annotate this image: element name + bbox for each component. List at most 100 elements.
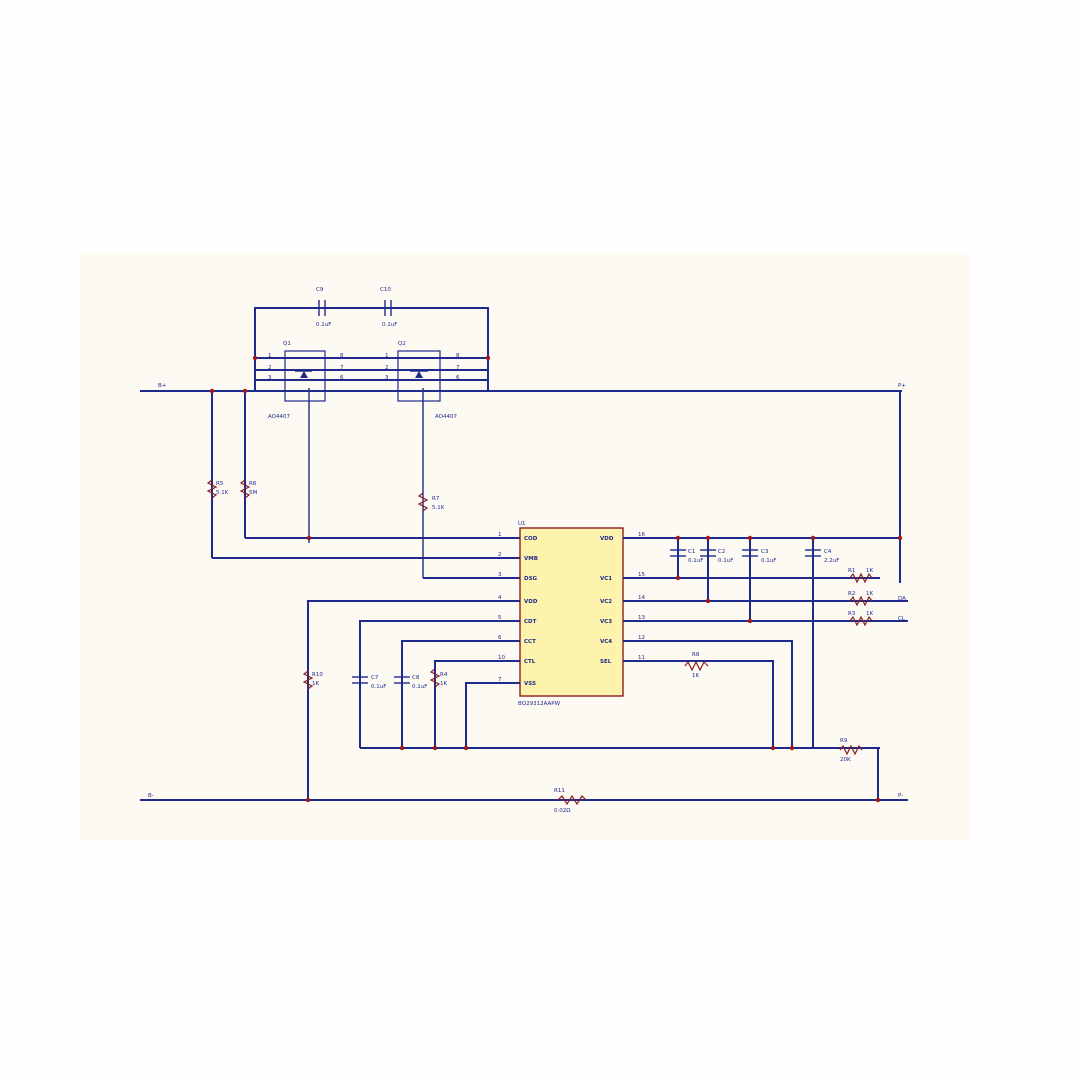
r3-value: 1K bbox=[866, 611, 873, 617]
u1-left-pin-number: 2 bbox=[498, 552, 502, 558]
resistor-r8: R8 1K bbox=[684, 652, 709, 679]
net-label-p-minus: P- bbox=[898, 793, 903, 799]
top-cap-loop-wire bbox=[254, 307, 489, 391]
q1-ref: Q1 bbox=[283, 341, 291, 347]
c3-ref: C3 bbox=[761, 549, 769, 555]
q2-pin-7: 7 bbox=[456, 365, 460, 371]
capacitor-c4: C4 2.2uF bbox=[805, 549, 839, 564]
capacitor-c7: C7 0.1uF bbox=[352, 675, 386, 690]
u1-right-pin-number: 16 bbox=[638, 532, 645, 538]
r11-value: 0.02Ω bbox=[554, 808, 570, 814]
r8-ref: R8 bbox=[692, 652, 700, 658]
r2-value: 1K bbox=[866, 591, 873, 597]
u1-right-pin-number: 12 bbox=[638, 635, 645, 641]
resistor-r4: R4 1K bbox=[429, 668, 448, 688]
capacitor-c1: C1 0.1uF bbox=[670, 549, 703, 564]
c7-value: 0.1uF bbox=[371, 684, 386, 690]
cdt-wire bbox=[359, 620, 520, 748]
u1-left-pin-name: VMB bbox=[524, 556, 538, 562]
mosfet-q2: Q2 AO4407 1 2 3 8 7 6 bbox=[350, 341, 488, 578]
u1-left-pin-number: 7 bbox=[498, 677, 502, 683]
ctl-wire bbox=[434, 660, 520, 748]
u1-right-pin-name: SEL bbox=[600, 659, 612, 665]
r4-value: 1K bbox=[440, 681, 447, 687]
u1-left-pin-name: CCT bbox=[524, 639, 536, 645]
q1-pin-3: 3 bbox=[268, 375, 272, 381]
u1-right-pin-name: VC4 bbox=[600, 639, 612, 645]
q2-pin-8: 8 bbox=[456, 353, 460, 359]
r7-ref: R7 bbox=[432, 496, 440, 502]
r7-value: 5.1K bbox=[432, 505, 445, 511]
r5-ref: R5 bbox=[216, 481, 224, 487]
q2-part: AO4407 bbox=[435, 414, 457, 420]
u1-left-pin-name: VDD bbox=[524, 599, 538, 605]
u1-left-pin-number: 10 bbox=[498, 655, 505, 661]
resistor-r2: R2 1K bbox=[848, 591, 873, 607]
vc4-wire bbox=[623, 640, 793, 748]
q2-pin-1: 1 bbox=[385, 353, 389, 359]
capacitor-c3: C3 0.1uF bbox=[742, 549, 776, 564]
resistor-r11: R11 0.02Ω bbox=[554, 788, 587, 814]
mosfet-q1: Q1 AO4407 1 2 3 8 7 6 bbox=[255, 341, 350, 543]
q2-pin-6: 6 bbox=[456, 375, 460, 381]
resistor-r5: R5 5.1K bbox=[206, 479, 229, 499]
u1-left-pin-name: VSS bbox=[524, 681, 536, 687]
c9-value: 0.1uF bbox=[316, 322, 331, 328]
c10-ref: C10 bbox=[380, 287, 391, 293]
c1-ref: C1 bbox=[688, 549, 695, 555]
c1-value: 0.1uF bbox=[688, 558, 703, 564]
c3-value: 0.1uF bbox=[761, 558, 776, 564]
q2-pin-2: 2 bbox=[385, 365, 389, 371]
r10-ref: R10 bbox=[312, 672, 323, 678]
net-label-cl: CL bbox=[898, 616, 906, 622]
r6-value: 5M bbox=[249, 490, 257, 496]
c4-value: 2.2uF bbox=[824, 558, 839, 564]
u1-left-pin-number: 1 bbox=[498, 532, 502, 538]
vss-wire bbox=[465, 682, 520, 748]
net-label-b-minus: B- bbox=[148, 793, 154, 799]
u1-left-pin-name: DSG bbox=[524, 576, 538, 582]
ic-u1-pins: 1COD2VMB3DSG4VDD5CDT6CCT10CTL7VSS16VDD15… bbox=[498, 532, 645, 687]
u1-left-pin-number: 4 bbox=[498, 595, 502, 601]
q1-pin-1: 1 bbox=[268, 353, 272, 359]
capacitor-c2: C2 0.1uF bbox=[700, 549, 733, 564]
resistor-r9: R9 20K bbox=[839, 738, 863, 763]
c7-ref: C7 bbox=[371, 675, 379, 681]
q2-ref: Q2 bbox=[398, 341, 406, 347]
u1-right-pin-number: 13 bbox=[638, 615, 645, 621]
r1-value: 1K bbox=[866, 568, 873, 574]
q1-pin-2: 2 bbox=[268, 365, 272, 371]
c9-ref: C9 bbox=[316, 287, 324, 293]
u1-right-pin-name: VC1 bbox=[600, 576, 612, 582]
u1-right-pin-number: 14 bbox=[638, 595, 645, 601]
u1-ref: U1 bbox=[518, 521, 526, 527]
q1-part: AO4407 bbox=[268, 414, 290, 420]
u1-right-pin-name: VC2 bbox=[600, 599, 612, 605]
q2-pin-3: 3 bbox=[385, 375, 389, 381]
c2-ref: C2 bbox=[718, 549, 725, 555]
r3-ref: R3 bbox=[848, 611, 856, 617]
u1-left-pin-number: 6 bbox=[498, 635, 502, 641]
r6-ref: R6 bbox=[249, 481, 257, 487]
r4-ref: R4 bbox=[440, 672, 448, 678]
net-label-b-plus: B+ bbox=[158, 383, 167, 389]
net-label-da: DA bbox=[898, 596, 906, 602]
c4-wire bbox=[812, 538, 879, 800]
u1-left-pin-name: CDT bbox=[524, 619, 537, 625]
c2-value: 0.1uF bbox=[718, 558, 733, 564]
u1-right-pin-number: 11 bbox=[638, 655, 645, 661]
capacitor-c10: C10 0.1uF bbox=[380, 287, 397, 328]
vdd-left-wire bbox=[307, 600, 520, 800]
r11-ref: R11 bbox=[554, 788, 565, 794]
r10-value: 1K bbox=[312, 681, 319, 687]
u1-left-pin-name: COD bbox=[524, 536, 538, 542]
u1-left-pin-number: 3 bbox=[498, 572, 502, 578]
ic-u1: U1 BQ29312AAPW bbox=[518, 521, 624, 707]
sel-wire bbox=[623, 660, 774, 748]
u1-right-pin-name: VC3 bbox=[600, 619, 612, 625]
r2-ref: R2 bbox=[848, 591, 855, 597]
u1-right-pin-name: VDD bbox=[600, 536, 614, 542]
resistor-r7: R7 5.1K bbox=[417, 492, 445, 512]
resistor-r1: R1 1K bbox=[848, 568, 873, 584]
c4-ref: C4 bbox=[824, 549, 832, 555]
